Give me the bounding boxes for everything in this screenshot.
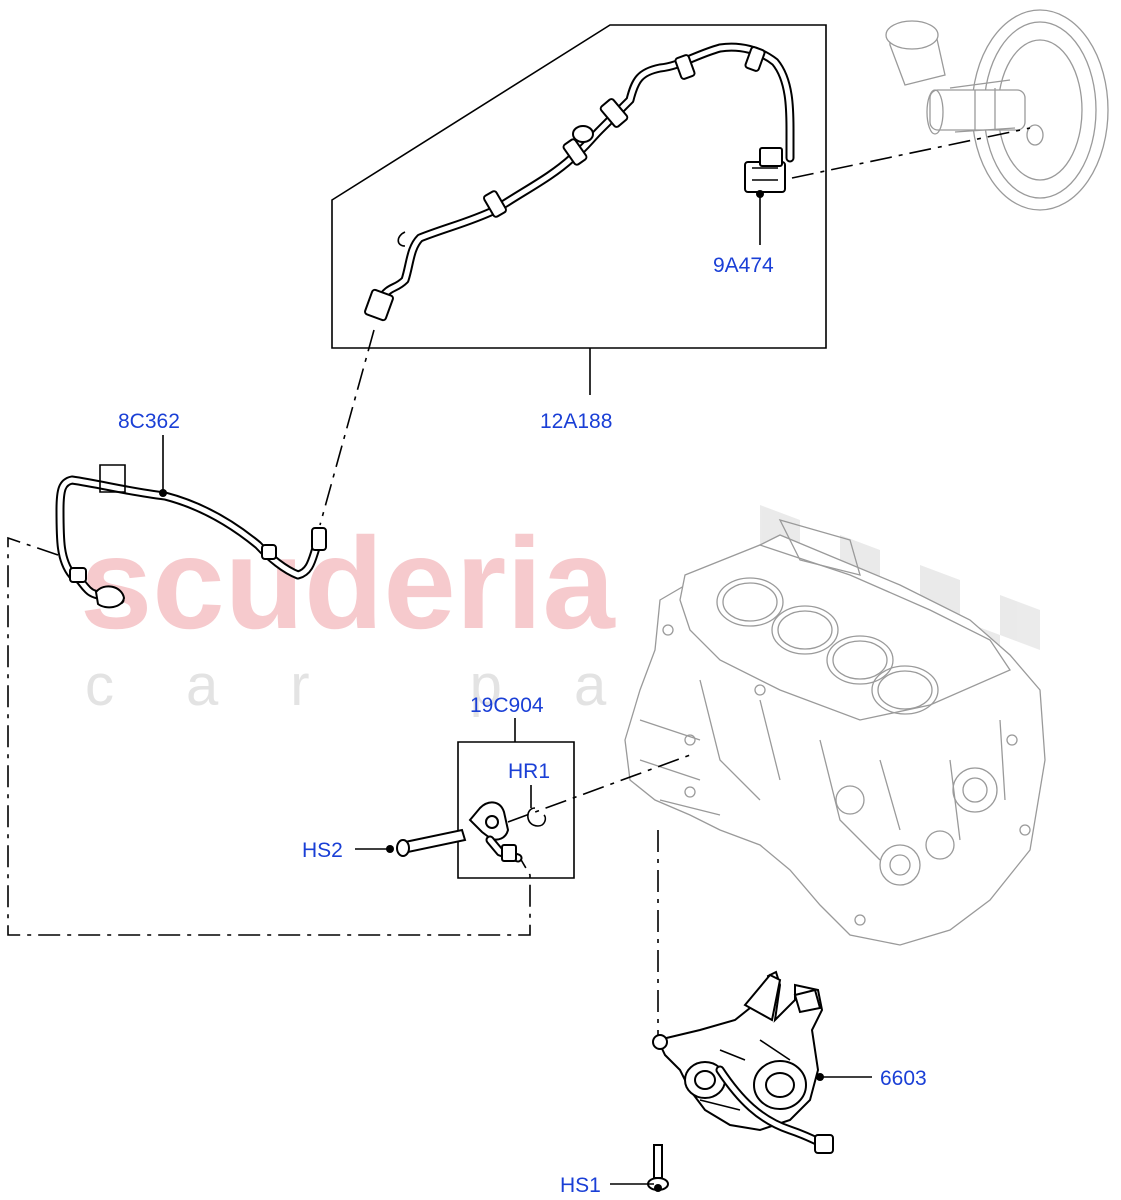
callout-9a474[interactable]: 9A474 — [713, 254, 774, 277]
callout-19c904[interactable]: 19C904 — [470, 694, 544, 717]
callout-6603[interactable]: 6603 — [880, 1067, 927, 1090]
brake-booster-ghost — [885, 9, 1109, 211]
callout-12a188[interactable]: 12A188 — [540, 410, 612, 433]
sensor-to-booster-dash — [791, 127, 1031, 179]
vacuum-hose — [364, 42, 795, 322]
clip-hr1 — [527, 807, 547, 827]
callout-hs1[interactable]: HS1 — [560, 1174, 601, 1197]
callout-hr1[interactable]: HR1 — [508, 760, 550, 783]
watermark-brand: scuderia — [80, 510, 616, 656]
pipe-to-bracket-dash — [7, 536, 531, 936]
bolt-hs2 — [396, 828, 467, 857]
engine-block-ghost — [624, 518, 1046, 946]
bracket-to-engine-dash — [507, 754, 691, 823]
vacuum-pump — [652, 970, 834, 1154]
vacuum-pipe — [55, 464, 327, 609]
hs1-callout-dot — [654, 1184, 662, 1192]
pipe-bracket — [468, 801, 523, 863]
vacuum-sensor — [744, 147, 786, 193]
hose-to-pipe-dash — [319, 329, 375, 526]
callout-8c362[interactable]: 8C362 — [118, 410, 180, 433]
callout-hs2[interactable]: HS2 — [302, 839, 343, 862]
hose-assembly-frame — [331, 24, 827, 349]
